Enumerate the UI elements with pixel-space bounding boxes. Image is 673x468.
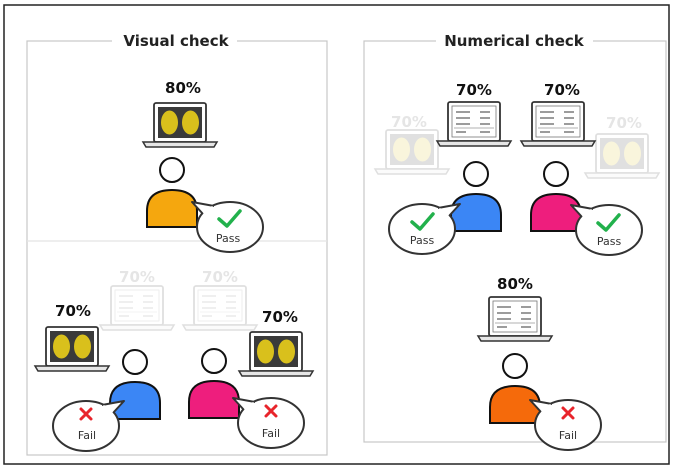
laptop-icon bbox=[143, 103, 217, 147]
result-label: Pass bbox=[216, 232, 241, 245]
laptop-icon bbox=[521, 102, 595, 146]
check-mark-icon bbox=[217, 209, 242, 228]
visual-check-title: Visual check bbox=[123, 32, 229, 50]
person-icon bbox=[146, 157, 198, 228]
cross-mark-icon bbox=[264, 404, 278, 418]
cross-mark-icon bbox=[79, 407, 93, 421]
check-mark-icon bbox=[596, 213, 621, 232]
visual-left-inspector: 70% Fail bbox=[35, 302, 161, 453]
visual-top-inspector: 80% Pass bbox=[143, 79, 265, 254]
percent-label: 70% bbox=[55, 302, 91, 320]
laptop-icon bbox=[35, 327, 109, 371]
faded-laptop-right: 70% bbox=[585, 114, 659, 178]
numerical-check-panel: Numerical check 70% 70% 70% Pass 70% bbox=[363, 31, 667, 452]
laptop-icon bbox=[437, 102, 511, 146]
check-mark-icon bbox=[410, 212, 435, 231]
laptop-icon bbox=[239, 332, 313, 376]
pass-bubble: Pass bbox=[387, 202, 462, 256]
result-label: Fail bbox=[262, 427, 280, 440]
percent-label: 70% bbox=[262, 308, 298, 326]
person-icon bbox=[450, 161, 502, 232]
result-label: Pass bbox=[597, 235, 622, 248]
cross-mark-icon bbox=[561, 406, 575, 420]
percent-label: 70% bbox=[544, 81, 580, 99]
percent-label: 80% bbox=[165, 79, 201, 97]
visual-right-inspector: 70% Fail bbox=[188, 308, 313, 450]
pass-bubble: Pass bbox=[190, 200, 265, 254]
percent-label: 70% bbox=[456, 81, 492, 99]
fail-bubble: Fail bbox=[231, 396, 306, 450]
svg-text:70%: 70% bbox=[391, 113, 427, 131]
faded-laptop-left: 70% bbox=[375, 113, 449, 174]
fail-bubble: Fail bbox=[528, 398, 603, 452]
result-label: Fail bbox=[78, 429, 96, 442]
person-icon bbox=[188, 348, 240, 419]
fail-bubble: Fail bbox=[51, 399, 126, 453]
numerical-right-inspector: 70% Pass bbox=[521, 81, 644, 257]
numerical-left-inspector: 70% Pass bbox=[387, 81, 511, 256]
faded-laptop-left: 70% bbox=[100, 268, 174, 330]
numerical-check-title: Numerical check bbox=[444, 32, 585, 50]
person-icon bbox=[489, 353, 541, 424]
faded-laptop-right: 70% bbox=[183, 268, 257, 330]
percent-label: 80% bbox=[497, 275, 533, 293]
person-icon bbox=[530, 161, 582, 232]
svg-text:70%: 70% bbox=[202, 268, 238, 286]
laptop-icon bbox=[478, 297, 552, 341]
numerical-bottom-inspector: 80% Fail bbox=[478, 275, 603, 452]
pass-bubble: Pass bbox=[569, 203, 644, 257]
svg-text:70%: 70% bbox=[606, 114, 642, 132]
svg-text:70%: 70% bbox=[119, 268, 155, 286]
visual-check-panel: Visual check 70% 70% 80% Pass 70% bbox=[26, 31, 328, 456]
result-label: Pass bbox=[410, 234, 435, 247]
result-label: Fail bbox=[559, 429, 577, 442]
